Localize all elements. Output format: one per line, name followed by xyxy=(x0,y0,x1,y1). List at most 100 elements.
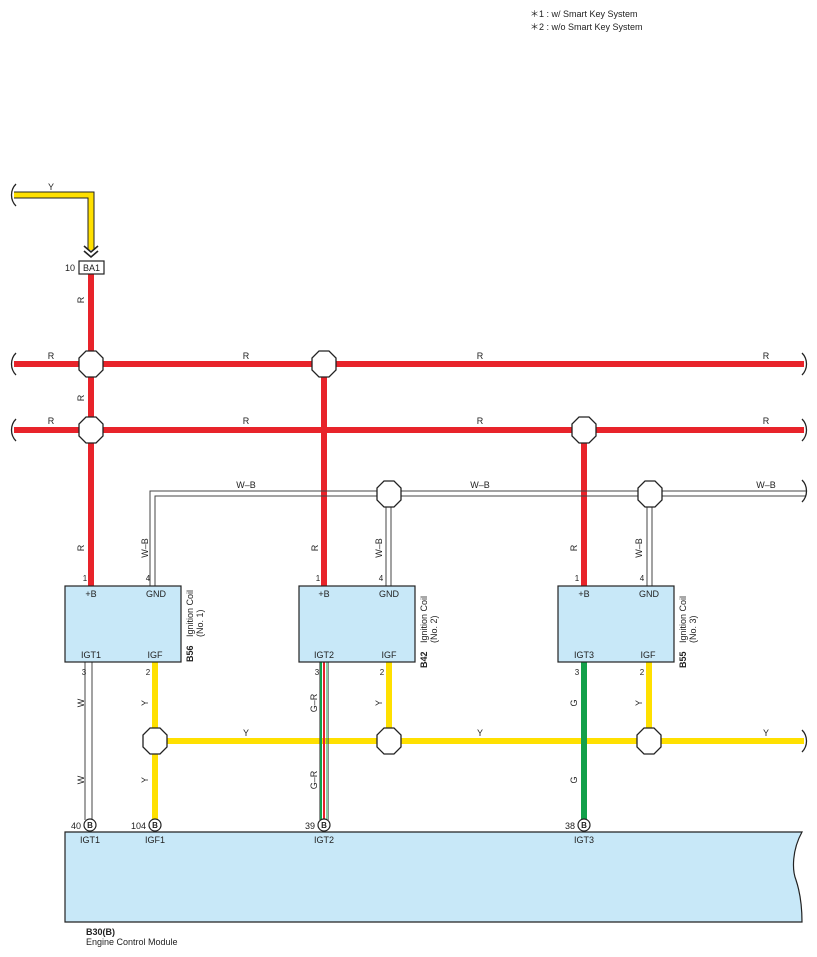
coil-sub: (No. 2) xyxy=(429,615,439,643)
wire-label: R xyxy=(569,544,579,551)
coil-pin: 1 xyxy=(83,574,88,583)
coil-label-igf: IGF xyxy=(641,650,657,660)
wire-label: Y xyxy=(634,700,644,706)
wire-labels: Y R R R R R R R R W–B W–B W–B Y Y Y R R … xyxy=(48,182,776,789)
wire-label: R xyxy=(243,416,250,426)
wire-label: W xyxy=(76,698,86,707)
connector-name: BA1 xyxy=(83,263,100,273)
wire-label: R xyxy=(310,544,320,551)
ecm-terminal-circle xyxy=(317,818,331,832)
wire-label: R xyxy=(48,416,55,426)
coil-name: Ignition Coil xyxy=(678,596,688,643)
ecm-terminal-circle xyxy=(577,818,591,832)
coil-pin: 2 xyxy=(380,668,385,677)
coil-pin: 4 xyxy=(146,574,151,583)
coil-label-b: +B xyxy=(578,589,589,599)
ecm-terminal-pin: 40 xyxy=(71,821,81,831)
ecm-terminal-pin: 39 xyxy=(305,821,315,831)
coil-pin: 1 xyxy=(575,574,580,583)
coil-label-gnd: GND xyxy=(146,589,167,599)
wire-label: R xyxy=(243,351,250,361)
wire-label: W–B xyxy=(756,480,776,490)
ignition-coil-1: +B GND IGT1 IGF 1 4 3 2 B56 Ignition Coi… xyxy=(64,574,205,677)
wire-label: R xyxy=(76,394,86,401)
harness-breaks xyxy=(10,183,808,753)
wire-label: R xyxy=(477,416,484,426)
coil-pin: 2 xyxy=(640,668,645,677)
wire-label: G xyxy=(569,699,579,706)
ecm-code: B30(B) xyxy=(86,927,115,937)
junction-octagon xyxy=(376,480,402,508)
junctions xyxy=(78,350,663,755)
junction-octagon xyxy=(311,350,337,378)
coil-name: Ignition Coil xyxy=(419,596,429,643)
coil-pin: 3 xyxy=(575,668,580,677)
coil-code: B56 xyxy=(185,645,195,662)
ecm-terminal-label: IGT3 xyxy=(574,835,594,845)
legend: ＊1 : w/ Smart Key System ＊2 : w/o Smart … xyxy=(530,8,643,34)
coil-label-b: +B xyxy=(85,589,96,599)
ignition-coil-3: +B GND IGT3 IGF 1 4 3 2 B55 Ignition Coi… xyxy=(557,574,698,677)
wire-label: R xyxy=(48,351,55,361)
wire-label: W xyxy=(76,775,86,784)
chevron-down-icon xyxy=(83,245,99,259)
wire-label: R xyxy=(76,296,86,303)
coil-code: B55 xyxy=(678,651,688,668)
wire-label: Y xyxy=(140,700,150,706)
wire-label: G xyxy=(569,776,579,783)
ecm-terminal-conn: B xyxy=(321,821,327,830)
wire-label: Y xyxy=(140,777,150,783)
coil-label-igf: IGF xyxy=(148,650,164,660)
coil-label-gnd: GND xyxy=(639,589,660,599)
junction-octagon xyxy=(78,350,104,378)
legend-note-2: ＊2 : w/o Smart Key System xyxy=(530,22,643,32)
wire-label: W–B xyxy=(470,480,490,490)
ecm-terminal-label: IGF1 xyxy=(145,835,165,845)
coil-pin: 4 xyxy=(379,574,384,583)
wire-label: R xyxy=(763,351,770,361)
wire-wb-bus xyxy=(149,490,806,586)
ecm-terminal-conn: B xyxy=(581,821,587,830)
wire-label: Y xyxy=(477,728,483,738)
coil-sub: (No. 3) xyxy=(688,615,698,643)
wire-label: Y xyxy=(48,182,54,192)
connector-ba1: BA1 10 xyxy=(65,245,105,275)
engine-control-module: B B B B 40 104 39 38 IGT1 IGF1 IGT2 IGT3… xyxy=(64,818,804,947)
junction-octagon xyxy=(142,727,168,755)
wires xyxy=(14,191,806,820)
ecm-terminal-label: IGT2 xyxy=(314,835,334,845)
wire-top-y xyxy=(14,191,95,250)
connector-pin: 10 xyxy=(65,263,75,273)
coil-pin: 4 xyxy=(640,574,645,583)
wire-label: W–B xyxy=(634,538,644,558)
coil-label-b: +B xyxy=(318,589,329,599)
junction-octagon xyxy=(571,416,597,444)
wire-label: Y xyxy=(763,728,769,738)
ecm-terminal-circle xyxy=(148,818,162,832)
ecm-name: Engine Control Module xyxy=(86,937,178,947)
wire-label: Y xyxy=(374,700,384,706)
coil-label-igf: IGF xyxy=(382,650,398,660)
wire-label: W–B xyxy=(140,538,150,558)
wire-label: R xyxy=(763,416,770,426)
coil-pin: 3 xyxy=(315,668,320,677)
junction-octagon xyxy=(637,480,663,508)
ecm-terminal-circle xyxy=(83,818,97,832)
wire-label: G–R xyxy=(309,693,319,712)
coil-pin: 1 xyxy=(316,574,321,583)
wire-coil2-gr xyxy=(319,662,329,820)
wire-label: Y xyxy=(243,728,249,738)
ecm-terminal-conn: B xyxy=(87,821,93,830)
wire-label: G–R xyxy=(309,770,319,789)
ecm-terminal-conn: B xyxy=(152,821,158,830)
junction-octagon xyxy=(636,727,662,755)
wire-label: R xyxy=(477,351,484,361)
junction-octagon xyxy=(376,727,402,755)
coil-name: Ignition Coil xyxy=(185,590,195,637)
ecm-terminal-pin: 38 xyxy=(565,821,575,831)
coil-sub: (No. 1) xyxy=(195,609,205,637)
coil-label-igt: IGT3 xyxy=(574,650,594,660)
ecm-terminal-label: IGT1 xyxy=(80,835,100,845)
junction-octagon xyxy=(78,416,104,444)
